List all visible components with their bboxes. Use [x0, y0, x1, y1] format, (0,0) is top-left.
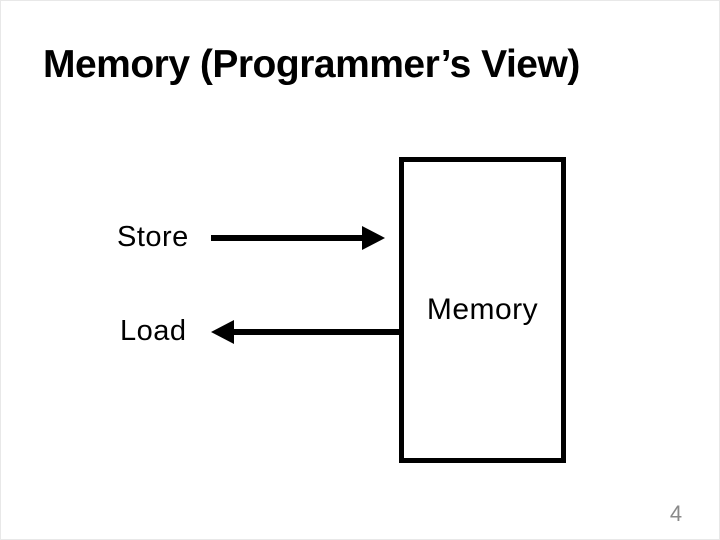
load-label: Load: [120, 315, 187, 347]
load-arrow-left-head-icon: [211, 320, 234, 344]
store-arrow-shaft: [211, 235, 364, 241]
page-number: 4: [669, 501, 683, 526]
memory-box-label: Memory: [426, 293, 539, 326]
store-arrow-right-head-icon: [362, 226, 385, 250]
memory-box: Memory: [399, 157, 566, 463]
load-arrow-shaft: [232, 329, 399, 335]
slide-title: Memory (Programmer’s View): [43, 43, 580, 86]
store-label: Store: [117, 221, 189, 253]
